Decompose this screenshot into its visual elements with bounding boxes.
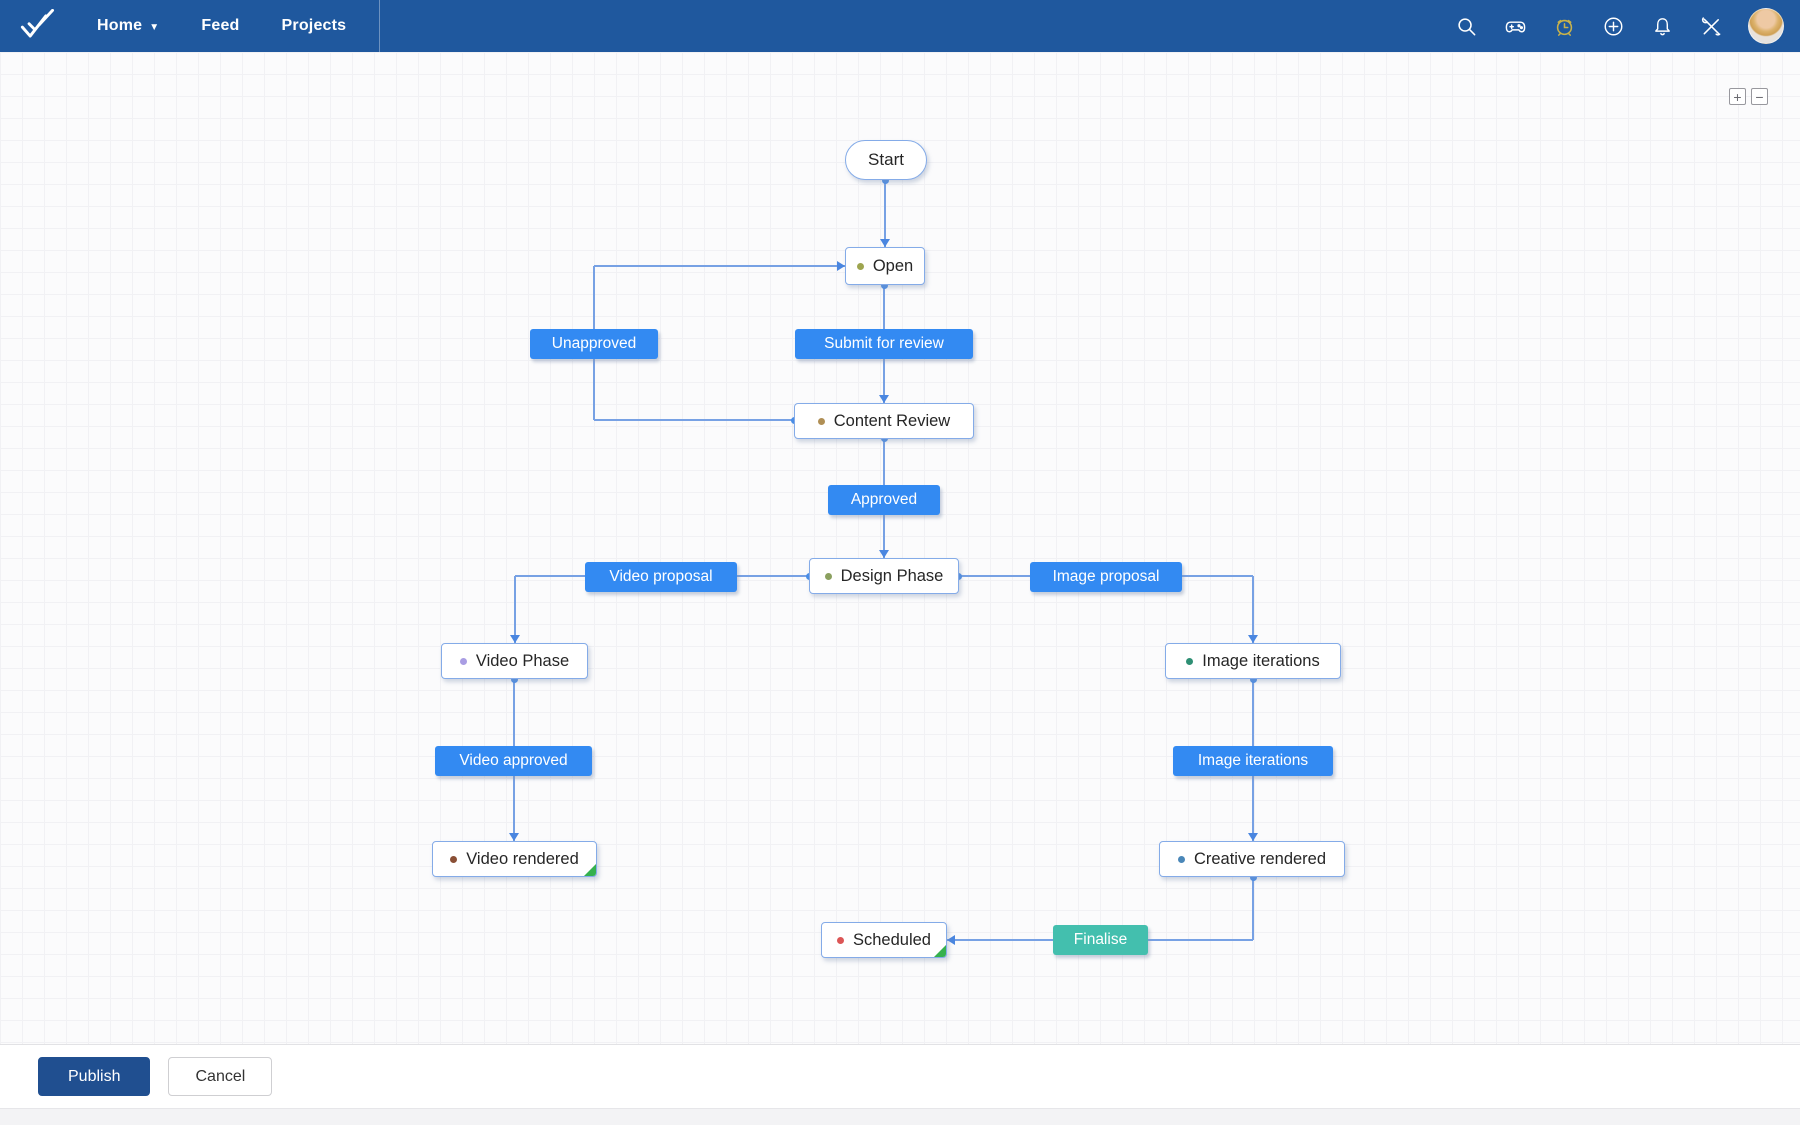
publish-button[interactable]: Publish [38,1057,151,1096]
user-avatar[interactable] [1748,8,1784,44]
connector-anchor-dot [881,176,889,184]
editor-footer: Publish Cancel [0,1044,1800,1108]
projects-logo[interactable] [0,0,76,52]
nav-item-label: Home [97,17,143,34]
connector-anchor-dot [880,281,888,289]
flow-connector-line [884,180,886,247]
status-node-video-rendered[interactable]: Video rendered [432,841,597,877]
flow-connector-line [1252,576,1254,643]
status-node-content-review[interactable]: Content Review [794,403,974,439]
timer-icon[interactable] [1552,14,1576,38]
double-check-logo-icon [20,9,54,38]
connector-anchor-dot [510,675,518,683]
status-node-label: Video Phase [475,651,570,670]
connector-arrowhead [1248,833,1258,841]
transition-submit-for-review[interactable]: Submit for review [795,329,973,359]
status-node-video-phase[interactable]: Video Phase [441,643,588,679]
status-color-dot [1186,657,1194,665]
status-node-label: Open [872,256,914,275]
connector-arrowhead [879,550,889,558]
status-node-label: Image iterations [1202,651,1320,670]
transition-video-proposal[interactable]: Video proposal [585,562,737,592]
connector-arrowhead [837,261,845,271]
status-node-image-iterations[interactable]: Image iterations [1165,643,1341,679]
flow-connector-line [594,265,845,267]
navbar-icon-group [1454,8,1800,44]
nav-item-home[interactable]: Home ▼ [76,0,180,52]
navbar-divider [379,0,381,52]
connector-anchor-dot [1249,873,1257,881]
top-navbar: Home ▼ Feed Projects [0,0,1800,52]
connector-arrowhead [947,935,955,945]
status-node-start[interactable]: Start [845,140,927,180]
window-bottom-strip [0,1108,1800,1125]
status-color-dot [856,262,864,270]
transition-approved[interactable]: Approved [828,485,940,515]
connector-arrowhead [880,239,890,247]
add-circle-icon[interactable] [1601,14,1625,38]
status-node-design-phase[interactable]: Design Phase [809,558,959,594]
nav-item-label: Feed [201,17,240,34]
status-node-label: Content Review [833,411,951,430]
status-node-label: Design Phase [840,566,944,585]
zoom-controls: + − [1729,88,1768,105]
status-color-dot [450,855,458,863]
transition-image-proposal[interactable]: Image proposal [1030,562,1182,592]
zoom-in-button[interactable]: + [1729,88,1746,105]
status-node-label: Video rendered [466,849,579,868]
status-color-dot [1177,855,1185,863]
status-node-label: Scheduled [853,930,931,949]
flow-connector-line [1252,877,1254,940]
nav-item-feed[interactable]: Feed [180,0,260,52]
zoom-out-button[interactable]: − [1751,88,1768,105]
status-node-creative-rendered[interactable]: Creative rendered [1159,841,1345,877]
status-node-label: Start [868,150,904,169]
status-color-dot [824,572,832,580]
connector-anchor-dot [1249,675,1257,683]
end-state-corner-flag [584,864,596,876]
connector-arrowhead [509,833,519,841]
nav-item-projects[interactable]: Projects [261,0,368,52]
notifications-icon[interactable] [1650,14,1674,38]
transition-finalise[interactable]: Finalise [1053,925,1148,955]
end-state-corner-flag [934,945,946,957]
status-color-dot [837,936,844,944]
flow-connector-line [594,419,794,421]
transition-video-approved[interactable]: Video approved [435,746,592,776]
status-node-open[interactable]: Open [845,247,925,285]
connector-arrowhead [510,635,520,643]
status-color-dot [817,417,825,425]
connector-arrowhead [1248,635,1258,643]
games-icon[interactable] [1503,14,1527,38]
search-icon[interactable] [1454,14,1478,38]
status-node-label: Creative rendered [1193,849,1327,868]
transition-unapproved[interactable]: Unapproved [530,329,658,359]
status-color-dot [459,657,467,665]
transition-image-iterations-tr[interactable]: Image iterations [1173,746,1333,776]
connector-arrowhead [879,395,889,403]
status-node-scheduled[interactable]: Scheduled [821,922,947,958]
tools-icon[interactable] [1699,14,1723,38]
chevron-down-icon: ▼ [149,21,160,33]
cancel-button[interactable]: Cancel [168,1057,273,1096]
flow-connector-line [514,576,516,643]
nav-item-label: Projects [281,17,347,34]
